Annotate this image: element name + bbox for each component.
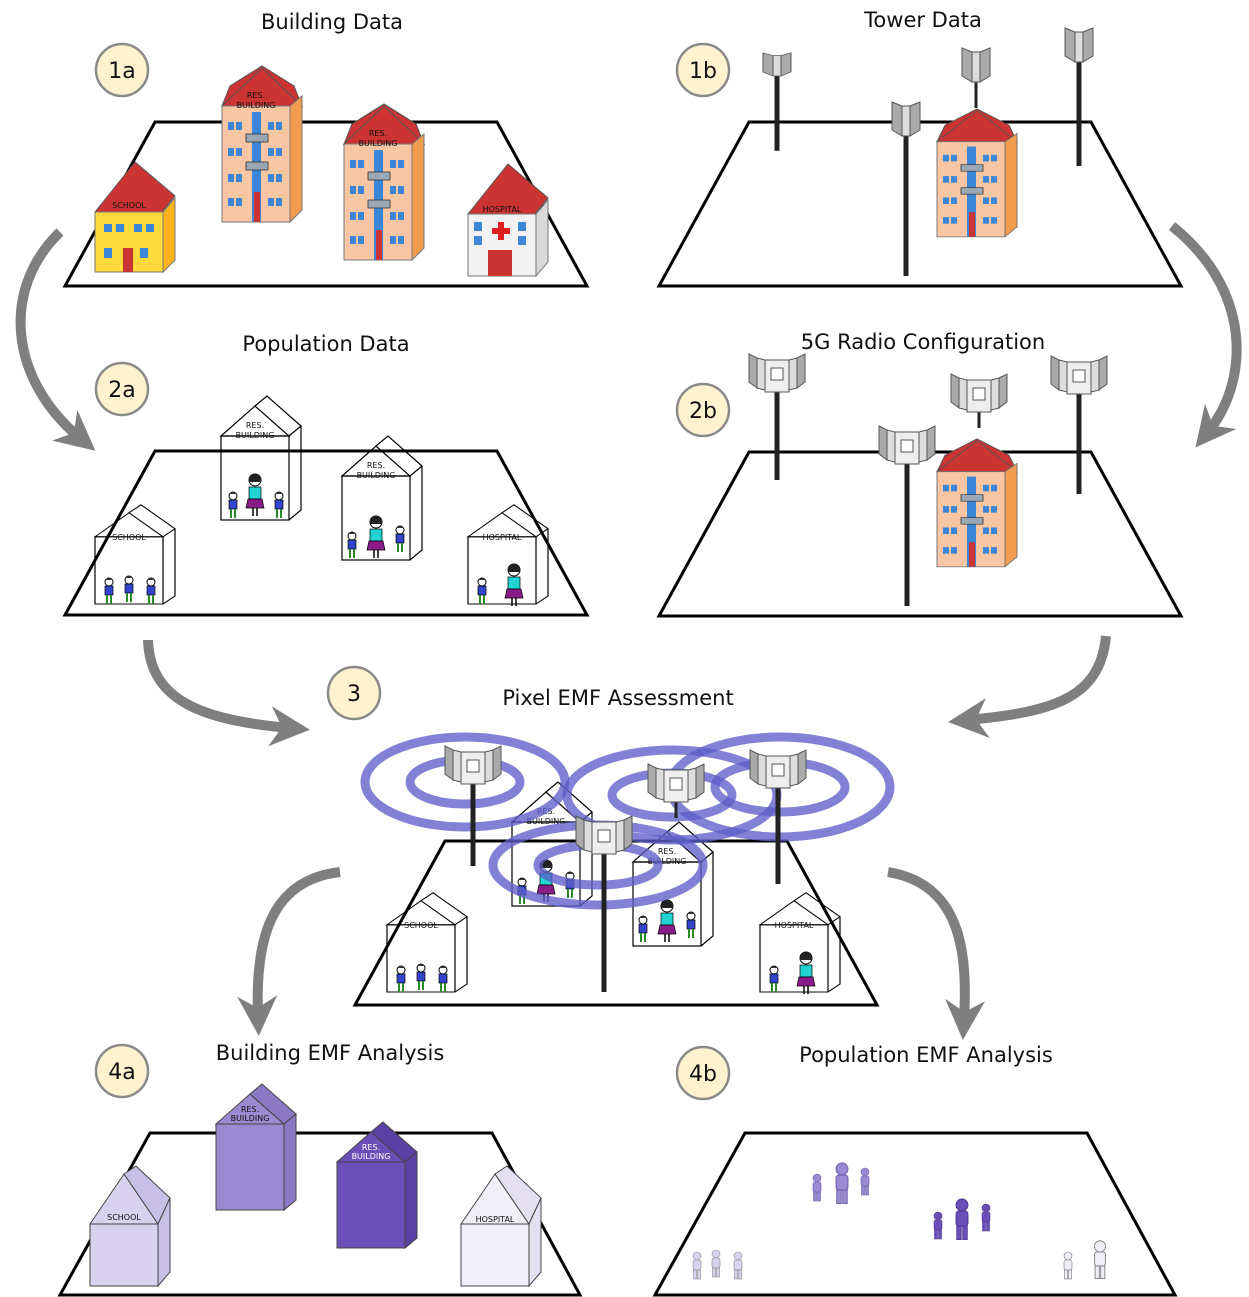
rooftop-antenna: [961, 47, 991, 108]
svg-text:BUILDING: BUILDING: [357, 471, 396, 480]
svg-text:BUILDING: BUILDING: [352, 1152, 391, 1161]
svg-text:RES.: RES.: [658, 847, 676, 856]
title-pixel-emf-assessment: Pixel EMF Assessment: [502, 686, 733, 710]
title-tower-data: Tower Data: [863, 8, 982, 32]
svg-text:BUILDING: BUILDING: [237, 101, 276, 110]
svg-text:BUILDING: BUILDING: [236, 431, 275, 440]
plate-1b: [656, 120, 1184, 288]
badge-1a-circle: [94, 42, 150, 98]
flow-arrows: [15, 222, 1242, 1040]
badge-4a-circle: [94, 1043, 150, 1099]
res-wireframe-1: RES. BUILDING: [220, 395, 302, 521]
svg-text:SCHOOL: SCHOOL: [112, 533, 146, 542]
5g-host-building: [936, 438, 1018, 568]
plate-2b: [656, 450, 1184, 618]
panel-2b: 2b 5G Radio Configuration: [656, 330, 1184, 618]
badge-1b-circle: [675, 42, 731, 98]
panel-1b: 1b Tower Data: [656, 8, 1184, 288]
panel-4b: 4b Population EMF Analysis: [652, 1043, 1178, 1297]
4a-res-1: RES. BUILDING: [214, 1083, 297, 1212]
tower-3: [1064, 27, 1094, 166]
school-building: SCHOOL: [93, 161, 176, 274]
badge-3: 3: [347, 682, 361, 707]
panel-4a: 4a Building EMF Analysis RES. BUILDING R…: [57, 1041, 583, 1297]
badge-4b: 4b: [689, 1062, 717, 1087]
arrow-3-to-4b: [887, 867, 986, 1040]
title-5g-radio-configuration: 5G Radio Configuration: [801, 330, 1045, 354]
badge-2b: 2b: [689, 399, 717, 424]
hospital-building: HOSPITAL: [466, 163, 549, 278]
svg-text:HOSPITAL: HOSPITAL: [476, 1215, 515, 1224]
hospital-wireframe: HOSPITAL: [467, 504, 549, 607]
title-building-emf-analysis: Building EMF Analysis: [216, 1041, 445, 1065]
p3-hospital: HOSPITAL: [759, 892, 841, 995]
ring-tower-a-outer: [360, 732, 570, 832]
4a-school: SCHOOL: [89, 1165, 171, 1288]
svg-text:RES.: RES.: [362, 1143, 380, 1152]
4a-res-2: RES. BUILDING: [335, 1121, 418, 1250]
5g-tower-1: [748, 353, 806, 480]
5g-tower-3: [1050, 355, 1108, 494]
emf-rings: [360, 732, 895, 910]
arrow-1a-to-2a: [15, 228, 96, 451]
svg-text:BUILDING: BUILDING: [648, 857, 687, 866]
panel-3: 3 Pixel EMF Assessment SCHOOL RES. BUILD…: [326, 665, 895, 1007]
badge-3-circle: [326, 665, 382, 721]
p3-tower-b: [647, 763, 705, 818]
svg-text:RES.: RES.: [369, 129, 387, 138]
4b-school-group: [692, 1249, 743, 1280]
svg-text:HOSPITAL: HOSPITAL: [483, 205, 522, 214]
badge-4a: 4a: [108, 1060, 135, 1085]
res-building-2: RES. BUILDING: [343, 103, 425, 261]
svg-text:SCHOOL: SCHOOL: [107, 1213, 141, 1222]
panel-1a: 1a Building Data RES. BUILDING RES. BUIL…: [62, 10, 590, 288]
arrow-2a-to-3: [143, 639, 310, 747]
title-population-emf-analysis: Population EMF Analysis: [799, 1043, 1053, 1067]
tower-2: [891, 101, 921, 276]
res-wireframe-2: RES. BUILDING: [341, 435, 423, 561]
badge-2b-circle: [675, 382, 731, 438]
svg-text:BUILDING: BUILDING: [527, 817, 566, 826]
arrow-1b-to-2b: [1168, 222, 1242, 448]
svg-text:HOSPITAL: HOSPITAL: [775, 921, 814, 930]
svg-text:RES.: RES.: [247, 91, 265, 100]
5g-tower-2: [878, 425, 936, 606]
arrow-2b-to-3: [948, 635, 1111, 738]
p3-school: SCHOOL: [386, 892, 468, 993]
badge-2a-circle: [94, 361, 150, 417]
svg-text:SCHOOL: SCHOOL: [404, 921, 438, 930]
4a-hospital: HOSPITAL: [460, 1165, 542, 1288]
svg-text:RES.: RES.: [241, 1105, 259, 1114]
badge-1b: 1b: [689, 59, 717, 84]
p3-res-2: RES. BUILDING: [632, 821, 714, 947]
arrow-3-to-4a: [237, 867, 341, 1036]
plate-4b: [652, 1131, 1178, 1297]
title-building-data: Building Data: [261, 10, 403, 34]
p3-tower-d: [575, 815, 633, 992]
p3-tower-a: [444, 745, 502, 866]
5g-rooftop-antenna: [950, 373, 1008, 428]
p3-tower-c: [749, 749, 807, 884]
svg-text:RES.: RES.: [367, 461, 385, 470]
badge-2a: 2a: [108, 378, 135, 403]
svg-text:BUILDING: BUILDING: [359, 139, 398, 148]
res-building-1: RES. BUILDING: [221, 65, 303, 223]
school-wireframe: SCHOOL: [94, 504, 176, 605]
svg-text:BUILDING: BUILDING: [231, 1114, 270, 1123]
svg-text:HOSPITAL: HOSPITAL: [483, 533, 522, 542]
badge-4b-circle: [675, 1045, 731, 1101]
svg-text:SCHOOL: SCHOOL: [112, 201, 146, 210]
tower-host-building: [936, 108, 1018, 238]
title-population-data: Population Data: [242, 332, 409, 356]
badge-1a: 1a: [108, 59, 135, 84]
svg-text:RES.: RES.: [246, 421, 264, 430]
panel-2a: 2a Population Data SCHOOL RES. BUILDING …: [62, 332, 590, 617]
